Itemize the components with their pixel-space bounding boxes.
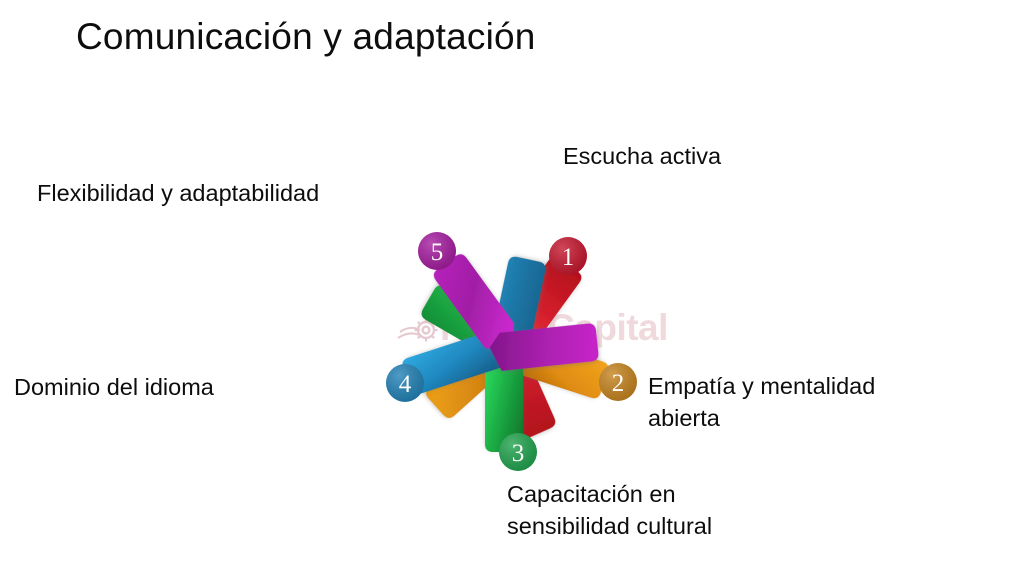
badge-2-number: 2 — [612, 370, 625, 397]
badge-4[interactable]: 4 — [386, 364, 424, 402]
badge-2[interactable]: 2 — [599, 363, 637, 401]
badge-5-number: 5 — [431, 239, 444, 266]
badge-1-number: 1 — [562, 244, 575, 271]
pinwheel-svg: FasterCapital — [386, 214, 668, 471]
badge-5[interactable]: 5 — [418, 232, 456, 270]
label-escucha-activa: Escucha activa — [563, 143, 722, 169]
pinwheel-diagram: FasterCapital — [356, 196, 668, 486]
badge-3-number: 3 — [512, 440, 525, 467]
label-flexibilidad-adaptabilidad: Flexibilidad y adaptabilidad — [37, 180, 320, 206]
badge-1[interactable]: 1 — [549, 237, 587, 275]
label-dominio-del-idioma: Dominio del idioma — [14, 374, 214, 400]
arm-5[interactable] — [431, 214, 611, 408]
label-empatia-mentalidad-abierta: Empatía y mentalidad abierta — [648, 373, 876, 431]
label-capacitacion-sensibilidad-cultural: Capacitación en sensibilidad cultural — [507, 481, 713, 539]
page-title: Comunicación y adaptación — [76, 16, 536, 57]
badge-3[interactable]: 3 — [499, 433, 537, 471]
badge-4-number: 4 — [399, 371, 412, 398]
gear-icon — [397, 318, 438, 342]
